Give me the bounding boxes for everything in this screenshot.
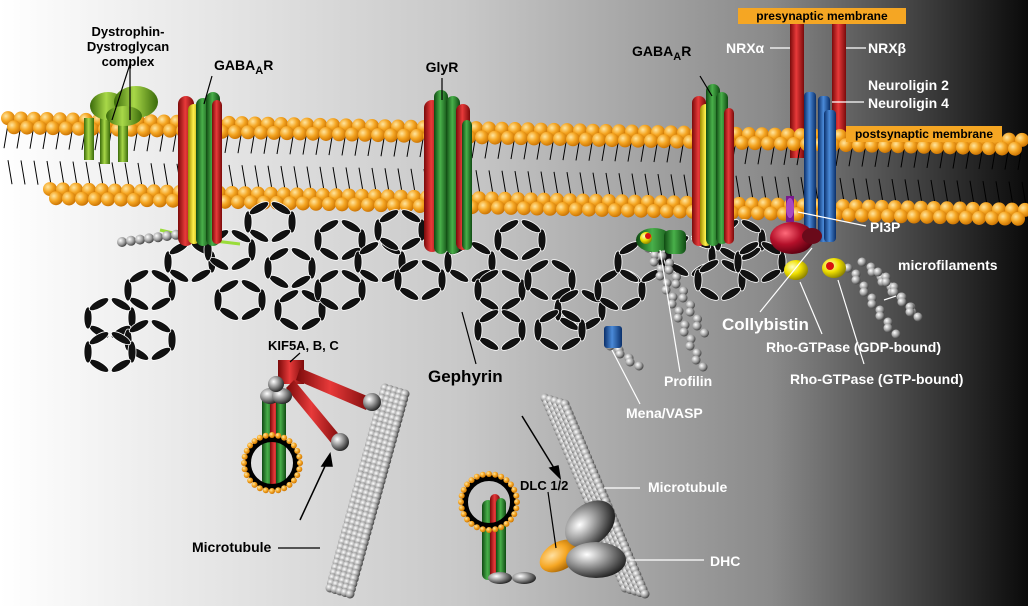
vesicle-left: [241, 376, 303, 494]
neuroligin2-label: Neuroligin 2: [868, 77, 949, 93]
collybistin: [770, 222, 822, 254]
postsynaptic-label: postsynaptic membrane: [855, 127, 993, 141]
pi3p-label: PI3P: [870, 219, 900, 235]
leader-lines: [111, 47, 897, 561]
mena-vasp-label: Mena/VASP: [626, 405, 703, 421]
glycine-receptor: [424, 90, 472, 254]
gabaa-receptor-left: [178, 92, 222, 246]
gabaar-left-label: GABAAR: [214, 57, 273, 77]
microfilaments-label: microfilaments: [898, 257, 998, 273]
gabaar-right-label: GABAAR: [632, 43, 691, 63]
kif5-motor: [278, 360, 381, 451]
pi3p: [786, 196, 794, 222]
dystrophin-complex: [84, 86, 241, 246]
nrx-alpha: [790, 18, 804, 158]
presynaptic-membrane-tag: presynaptic membrane: [738, 8, 906, 24]
rho-gtp-label: Rho-GTPase (GTP-bound): [790, 371, 963, 387]
vesicle-right: [458, 471, 536, 584]
arrows: [299, 415, 562, 521]
kif5-label: KIF5A, B, C: [268, 338, 339, 353]
mena-vasp: [604, 326, 622, 348]
dystrophin-label-line2: Dystroglycan: [87, 39, 169, 54]
dystrophin-label-line1: Dystrophin-: [92, 24, 165, 39]
collybistin-label: Collybistin: [722, 315, 809, 334]
dystrophin-label-line3: complex: [102, 54, 156, 69]
presynaptic-label: presynaptic membrane: [756, 9, 888, 23]
rho-gtpase-gdp: [784, 260, 808, 280]
rho-gtpase-gtp: [822, 258, 846, 278]
nrx-beta-label: NRXβ: [868, 40, 907, 56]
profilin: [636, 228, 686, 254]
nrx-alpha-label: NRXα: [726, 40, 765, 56]
microtubule-left: [325, 383, 410, 599]
gabaa-receptor-right: [692, 84, 734, 246]
microtubule-left-label: Microtubule: [192, 539, 272, 555]
dhc-label: DHC: [710, 553, 740, 569]
neuroligin: [804, 92, 836, 242]
dlc-label: DLC 1/2: [520, 478, 568, 493]
nrx-beta: [832, 18, 846, 136]
profilin-label: Profilin: [664, 373, 712, 389]
actin-filaments: [605, 243, 923, 372]
neuroligin4-label: Neuroligin 4: [868, 95, 949, 111]
glyr-label: GlyR: [426, 59, 459, 75]
rho-gdp-label: Rho-GTPase (GDP-bound): [766, 339, 941, 355]
gephyrin-lattice: [83, 201, 787, 373]
microtubule-right-label: Microtubule: [648, 479, 728, 495]
dynein-motor: [539, 500, 626, 578]
gephyrin-label: Gephyrin: [428, 367, 503, 386]
postsynaptic-membrane-tag: postsynaptic membrane: [846, 126, 1002, 142]
